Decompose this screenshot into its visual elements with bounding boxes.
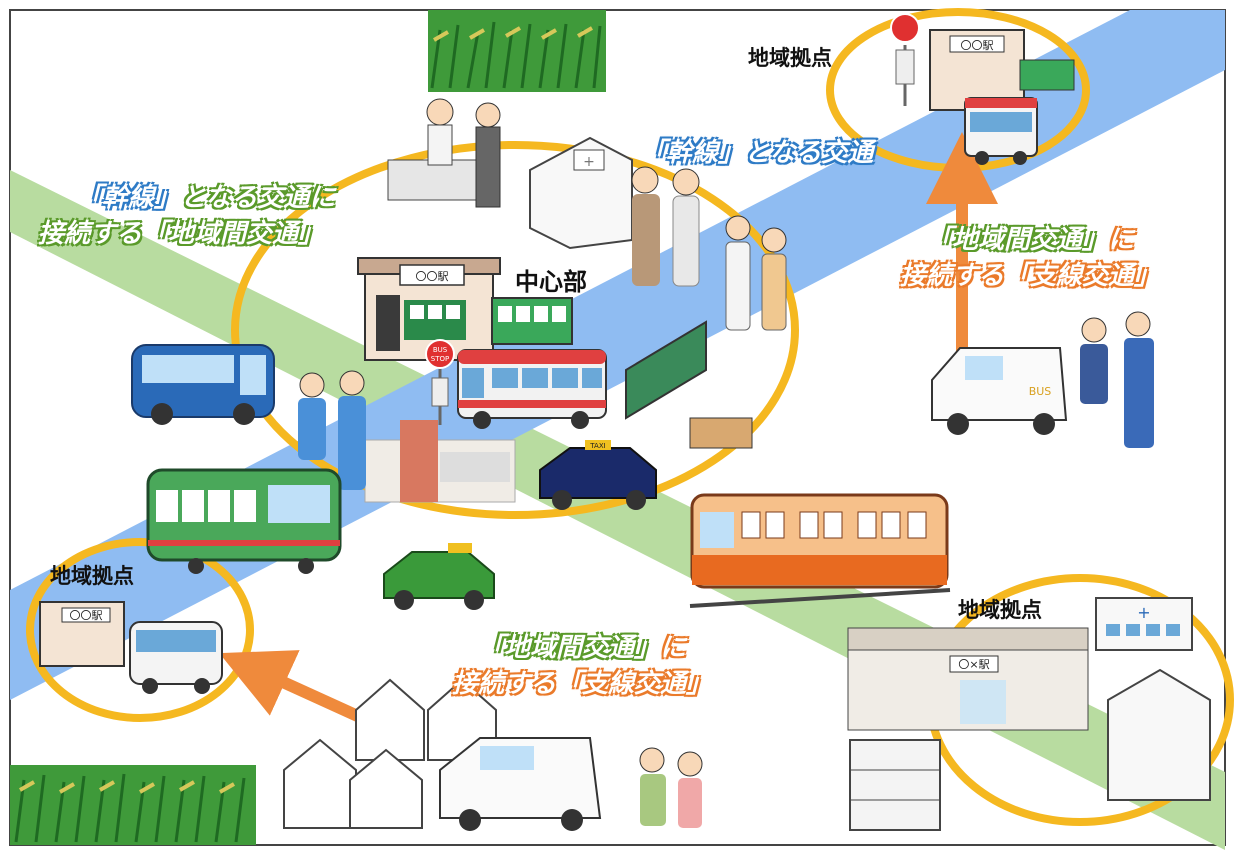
rice-field-top [428,10,606,92]
bottom-right-school [1107,668,1211,801]
green-taxi [383,543,495,610]
svg-text:BUS: BUS [433,346,448,354]
top-right-hub-station: 〇〇駅 [929,29,1075,165]
office-workers [387,98,501,208]
shopping-center [364,420,516,503]
classroom [625,320,753,449]
shop-staff [298,370,366,490]
branch-label-bottom-line2: 接続する「支線交通」 [452,669,713,699]
station-sign-left: 〇〇駅 [70,609,103,622]
center-station: 〇〇駅 [357,257,573,361]
green-train [146,468,342,574]
station-sign-top-right: 〇〇駅 [961,39,994,52]
intercity-label-line1-part2: となる交通に [180,183,336,213]
bottom-right-hospital: + [1095,597,1193,651]
branch-label-bottom-line1-part1: 「地域間交通」 [477,633,660,663]
svg-text:+: + [583,154,595,170]
bottom-right-station: 〇×駅 [847,627,1089,731]
hospital-center: + [529,136,633,250]
blue-bus [131,344,275,425]
hub-ring-left [26,538,254,722]
bus-stop-top-right [890,13,920,106]
hub-label-bottom-right: 地域拠点 [958,598,1042,622]
svg-text:BUS: BUS [1029,385,1052,398]
bottom-minibus [439,737,602,831]
bus-stop-center: BUS STOP [425,339,455,425]
station-sign-center: 〇〇駅 [416,270,449,283]
intercity-label-line1-part1: 「幹線」 [76,183,181,213]
rice-field-bottom [10,765,256,845]
svg-text:TAXI: TAXI [589,442,605,450]
elderly-couple [631,166,700,287]
center-ring [231,141,799,519]
right-students [1080,311,1154,448]
intercity-label: 「幹線」となる交通に 接続する「地域間交通」 [38,180,335,252]
right-minibus: BUS [931,347,1068,435]
houses [283,678,497,829]
store-shelf [849,739,941,831]
branch-label-bottom-line1-part2: に [660,633,687,663]
svg-text:+: + [1137,603,1150,622]
branch-label-bottom: 「地域間交通」に 接続する「支線交通」 [452,630,712,702]
center-red-bus [457,349,607,429]
hub-label-left: 地域拠点 [50,564,134,588]
bottom-elderly [639,747,703,828]
left-hub-station: 〇〇駅 [39,601,223,694]
hub-label-top-right: 地域拠点 [748,46,832,70]
branch-label-right: 「地域間交通」に 接続する「支線交通」 [900,222,1160,294]
branch-label-right-line1-part1: 「地域間交通」 [925,225,1108,255]
trunk-label: 「幹線」となる交通 [640,138,874,168]
taxi-center: TAXI [539,440,657,510]
branch-label-right-line2: 接続する「支線交通」 [900,261,1161,291]
arrow-to-left-hub [219,650,365,724]
orange-train [689,493,951,608]
center-label: 中心部 [515,268,587,296]
students [725,215,787,331]
intercity-label-line2: 接続する「地域間交通」 [38,219,325,249]
branch-label-right-line1-part2: に [1108,225,1135,255]
station-sign-bottom-right: 〇×駅 [958,658,989,671]
svg-text:STOP: STOP [431,355,449,363]
